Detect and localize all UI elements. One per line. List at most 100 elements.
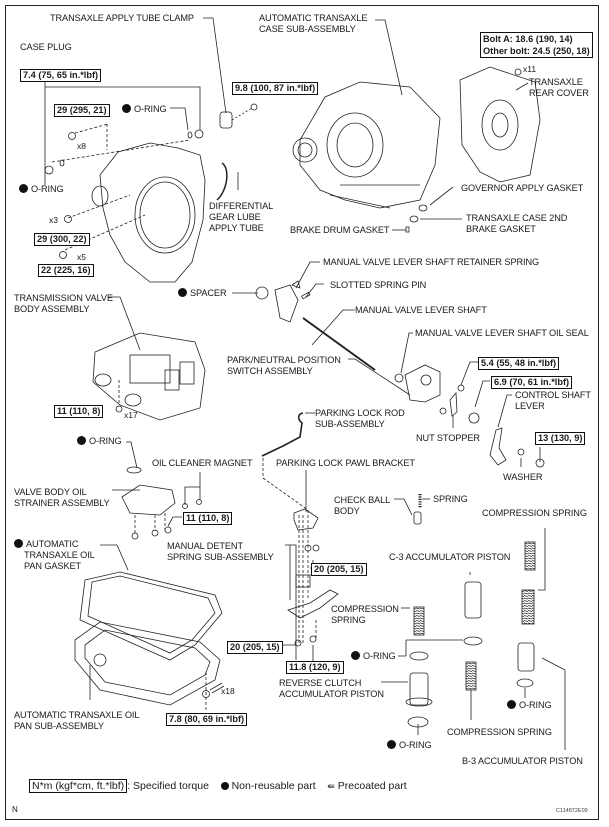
check-ball-body-part bbox=[413, 511, 422, 525]
torque-bolt-x3: 29 (300, 22) bbox=[34, 233, 90, 246]
differential-lube-tube bbox=[216, 162, 228, 201]
leader-pn-nut bbox=[474, 380, 490, 408]
case-plug-oring bbox=[59, 159, 65, 167]
label-nut-stopper: NUT STOPPER bbox=[416, 433, 480, 443]
compression-spring-bottom-part bbox=[465, 661, 477, 691]
non-reusable-icon bbox=[507, 700, 516, 709]
torque-clamp-bolt: 9.8 (100, 87 in.*lbf) bbox=[232, 82, 319, 95]
apply-tube-clamp bbox=[219, 111, 233, 129]
c3-piston-part bbox=[464, 581, 482, 619]
o-ring-c3-part bbox=[463, 636, 483, 646]
strainer-bolt bbox=[131, 532, 139, 540]
pn-bolt bbox=[457, 384, 465, 392]
case-output-shaft bbox=[292, 137, 318, 163]
legend-non-reusable: Non-reusable part bbox=[231, 780, 316, 792]
label-retainer-spring: MANUAL VALVE LEVER SHAFT RETAINER SPRING bbox=[323, 257, 540, 267]
leader-oring-mid bbox=[126, 441, 138, 469]
label-compression-spring-top: COMPRESSION SPRING bbox=[482, 508, 587, 518]
qty-x11: x11 bbox=[523, 64, 537, 74]
label-detent-spring-1: MANUAL DETENT bbox=[167, 541, 243, 551]
governor-apply-gasket bbox=[418, 204, 428, 212]
housing-side-port bbox=[91, 185, 109, 207]
label-case-2nd-brake-1: TRANSAXLE CASE 2ND bbox=[466, 213, 568, 223]
torque-pn-switch-bolt: 5.4 (55, 48 in.*lbf) bbox=[478, 357, 560, 370]
leader-magnet bbox=[184, 472, 201, 505]
leader-comp-spring-top bbox=[538, 528, 546, 591]
o-ring-bottom-part bbox=[407, 716, 429, 728]
legend-precoated: Precoated part bbox=[337, 780, 407, 792]
label-o-ring-top: O-RING bbox=[122, 104, 167, 115]
valve-body-solenoid bbox=[94, 373, 112, 387]
leader-dashed-x8 bbox=[74, 123, 109, 150]
leader-dashed-plug bbox=[51, 139, 191, 163]
o-ring-rc-part bbox=[409, 651, 429, 661]
label-oil-cleaner-magnet: OIL CLEANER MAGNET bbox=[152, 458, 253, 468]
pawl-bolt-b bbox=[312, 544, 320, 552]
pn-bolt-2 bbox=[439, 407, 447, 415]
detent-bolt-b bbox=[309, 635, 317, 643]
non-reusable-icon bbox=[77, 436, 86, 445]
washer-part bbox=[517, 448, 525, 456]
label-spring: SPRING bbox=[433, 494, 468, 504]
bolt-x3 bbox=[64, 215, 72, 223]
bolt-x5 bbox=[59, 251, 67, 259]
control-lever-nut bbox=[535, 458, 545, 468]
top-plug bbox=[194, 129, 204, 139]
label-oil-pan-gasket-2: TRANSAXLE OIL bbox=[24, 550, 95, 560]
oil-pan bbox=[74, 621, 221, 706]
torque-detent-spring: 20 (205, 15) bbox=[227, 641, 283, 654]
label-case-plug: CASE PLUG bbox=[20, 42, 72, 52]
o-ring-left-text: O-RING bbox=[31, 184, 64, 194]
leader-valve-body bbox=[108, 296, 141, 351]
torque-pawl-bracket: 20 (205, 15) bbox=[311, 563, 367, 576]
figure-code: C114872E09 bbox=[556, 808, 588, 814]
label-diff-gear-2: GEAR LUBE bbox=[209, 212, 261, 222]
clamp-bolt bbox=[250, 103, 258, 111]
legend-torque-unit: N*m (kgf*cm, ft.*lbf) bbox=[29, 779, 128, 793]
label-reverse-clutch-1: REVERSE CLUTCH bbox=[279, 678, 362, 688]
label-pn-switch-2: SWITCH ASSEMBLY bbox=[227, 366, 313, 376]
label-compression-spring-mid-2: SPRING bbox=[331, 615, 366, 625]
detent-bolt-a bbox=[294, 639, 302, 647]
compression-spring-mid-part bbox=[413, 606, 425, 636]
qty-x8: x8 bbox=[77, 141, 86, 151]
nut-stopper-part bbox=[449, 391, 458, 417]
non-reusable-icon bbox=[387, 740, 396, 749]
o-ring-top-text: O-RING bbox=[134, 104, 167, 114]
rear-cover-center bbox=[481, 99, 519, 151]
bolt-x8 bbox=[68, 132, 76, 140]
shaft-oil-seal bbox=[394, 373, 404, 383]
leader-pan-gasket bbox=[100, 544, 129, 571]
compression-spring-top-part bbox=[524, 541, 536, 571]
torque-control-lever-nut: 13 (130, 9) bbox=[535, 432, 586, 445]
top-oring bbox=[187, 131, 193, 139]
b3-piston-part bbox=[517, 642, 535, 672]
non-reusable-icon bbox=[122, 104, 131, 113]
non-reusable-legend-icon bbox=[220, 782, 229, 790]
pn-nut bbox=[468, 412, 480, 424]
label-parking-lock-rod-2: SUB-ASSEMBLY bbox=[315, 419, 385, 429]
label-oil-pan-2: PAN SUB-ASSEMBLY bbox=[14, 721, 104, 731]
slotted-spring-pin bbox=[300, 291, 311, 300]
retainer-spring-part bbox=[291, 280, 301, 289]
spacer-text: SPACER bbox=[190, 288, 227, 298]
o-ring-b3-text: O-RING bbox=[519, 700, 552, 710]
parking-lock-rod bbox=[261, 412, 304, 457]
label-strainer-2: STRAINER ASSEMBLY bbox=[14, 498, 110, 508]
torque-bolt-x8: 29 (295, 21) bbox=[54, 104, 110, 117]
qty-x5: x5 bbox=[77, 252, 86, 262]
torque-rear-cover-a: Bolt A: 18.6 (190, 14) bbox=[483, 34, 573, 44]
qty-x18: x18 bbox=[221, 686, 235, 696]
leader-transaxle-case bbox=[375, 19, 403, 96]
label-control-shaft-lever-2: LEVER bbox=[515, 401, 545, 411]
housing-bore bbox=[134, 176, 196, 254]
legend-torque-text: : Specified torque bbox=[127, 780, 209, 792]
label-rear-cover-1: TRANSAXLE bbox=[529, 77, 583, 87]
non-reusable-icon bbox=[351, 651, 360, 660]
label-parking-lock-pawl-bracket: PARKING LOCK PAWL BRACKET bbox=[276, 458, 415, 468]
o-ring-mid-text: O-RING bbox=[89, 436, 122, 446]
label-governor-apply-gasket: GOVERNOR APPLY GASKET bbox=[461, 183, 584, 193]
label-manual-valve-lever-shaft: MANUAL VALVE LEVER SHAFT bbox=[355, 305, 487, 315]
case-plug-bolt bbox=[44, 165, 54, 175]
